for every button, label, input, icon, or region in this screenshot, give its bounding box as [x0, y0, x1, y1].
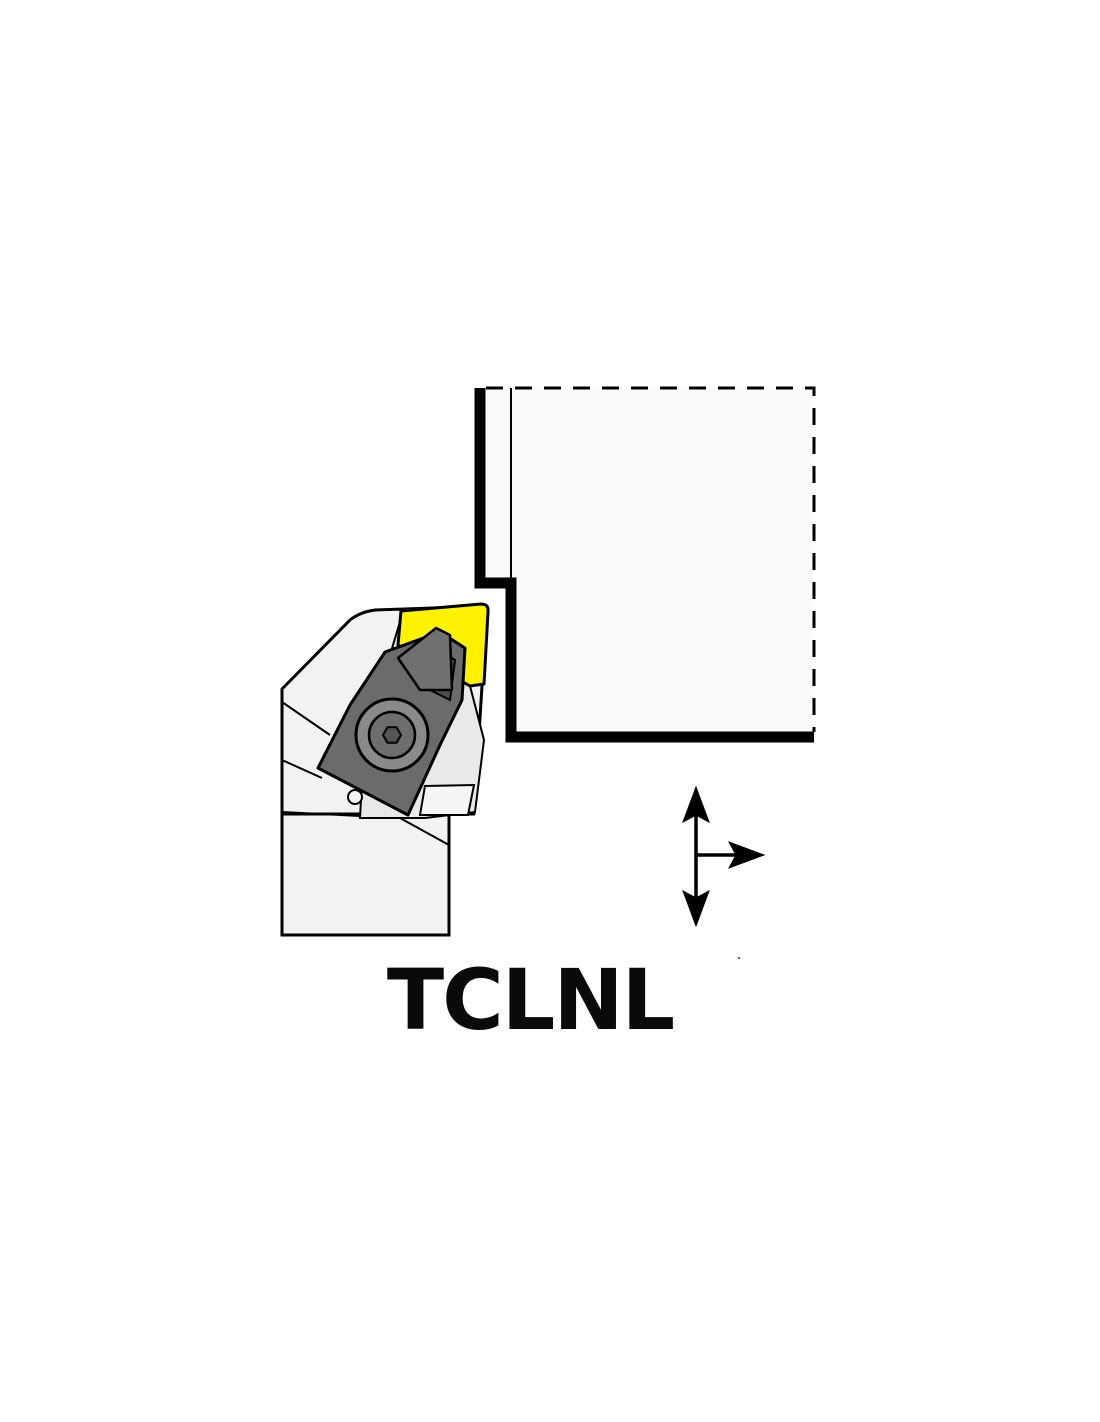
holder-pin	[347, 789, 363, 805]
insert-clamp	[316, 626, 467, 817]
arrow-down-icon	[682, 889, 710, 928]
workpiece-stock-outline-dashed	[486, 386, 816, 732]
tool-code-label: TCLNL	[386, 951, 675, 1049]
hex-socket-icon	[381, 726, 403, 744]
holder-support-block	[418, 783, 476, 816]
arrow-up-icon	[682, 785, 710, 824]
stray-dot	[738, 957, 740, 959]
feed-direction-arrows-icon	[682, 785, 766, 928]
workpiece-face	[478, 388, 813, 736]
workpiece	[474, 386, 816, 743]
clamp-lever	[396, 626, 454, 692]
arrow-right-icon	[727, 841, 766, 869]
holder-shank	[280, 814, 451, 937]
